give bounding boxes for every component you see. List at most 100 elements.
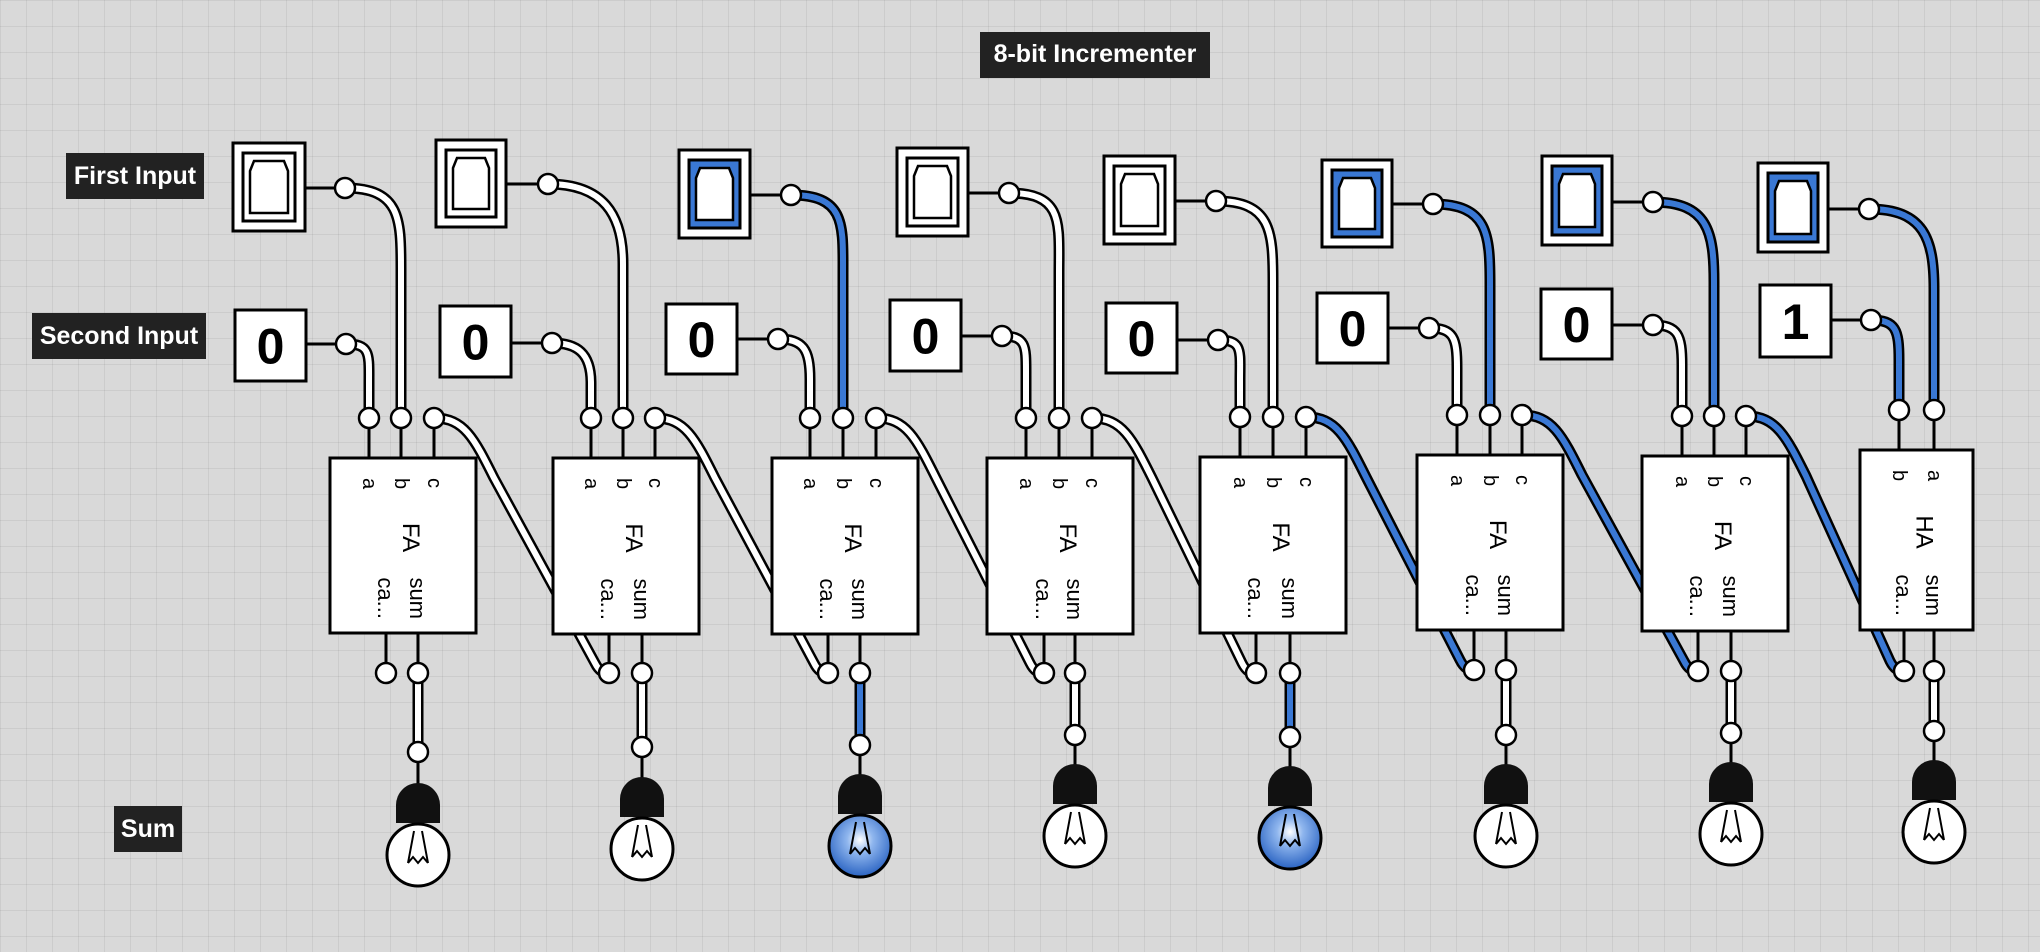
second-input-pin[interactable] [1417,316,1441,340]
bulb-base [1484,764,1528,804]
adder-input-pin-b[interactable] [831,406,855,430]
adder-output-pin-carry[interactable] [374,661,398,685]
adder-output-pin-sum[interactable] [1278,661,1302,685]
adder-input-pin-c[interactable] [864,406,888,430]
full-adder-6[interactable] [1415,453,1565,632]
second-input-digit-5[interactable] [1104,301,1179,375]
first-input-pin[interactable] [1641,190,1665,214]
sum-pin[interactable] [630,735,654,759]
first-input-pin[interactable] [1204,189,1228,213]
adder-pin-label: c [1295,477,1317,487]
sum-bulb-4[interactable] [1042,803,1108,869]
full-adder-2[interactable] [551,456,701,636]
adder-input-pin-c[interactable] [1080,406,1104,430]
adder-pin-label: b [1048,478,1070,489]
second-input-pin[interactable] [334,332,358,356]
adder-output-pin-carry[interactable] [1462,658,1486,682]
adder-input-pin-c[interactable] [1510,403,1534,427]
switch-lever[interactable] [1773,179,1813,236]
second-input-pin[interactable] [1859,308,1883,332]
second-input-pin[interactable] [766,327,790,351]
full-adder-1[interactable] [328,456,478,635]
sum-pin[interactable] [1719,721,1743,745]
adder-input-pin-a[interactable] [1228,405,1252,429]
adder-input-pin-c[interactable] [643,406,667,430]
switch-lever[interactable] [694,166,735,222]
adder-input-pin-c[interactable] [1294,405,1318,429]
full-adder-3[interactable] [770,456,920,636]
adder-output-pin-sum[interactable] [848,661,872,685]
sum-bulb-8[interactable] [1901,799,1967,865]
adder-output-pin-carry[interactable] [1892,659,1916,683]
adder-input-pin-b[interactable] [1261,405,1285,429]
adder-output-pin-sum[interactable] [1063,661,1087,685]
adder-input-pin-b[interactable] [611,406,635,430]
adder-input-pin-a[interactable] [1922,398,1946,422]
adder-output-pin-sum[interactable] [1922,659,1946,683]
adder-output-pin-carry[interactable] [1032,661,1056,685]
second-input-pin[interactable] [1206,328,1230,352]
sum-pin[interactable] [1494,723,1518,747]
adder-output-pin-sum[interactable] [1494,658,1518,682]
adder-input-pin-a[interactable] [1014,406,1038,430]
second-input-digit-8[interactable] [1758,283,1833,359]
adder-output-pin-carry[interactable] [1686,659,1710,683]
adder-input-pin-c[interactable] [1734,404,1758,428]
adder-output-pin-carry[interactable] [597,661,621,685]
second-input-digit-4[interactable] [888,298,963,373]
sum-pin[interactable] [1063,723,1087,747]
adder-input-pin-b[interactable] [1887,398,1911,422]
first-input-pin[interactable] [1857,197,1881,221]
adder-output-pin-sum[interactable] [1719,659,1743,683]
sum-pin[interactable] [1922,719,1946,743]
adder-input-pin-b[interactable] [1478,403,1502,427]
full-adder-4[interactable] [985,456,1135,636]
adder-type-label: FA [1709,521,1736,550]
second-input-pin[interactable] [540,331,564,355]
first-input-pin[interactable] [779,183,803,207]
switch-lever[interactable] [451,156,491,211]
adder-input-pin-a[interactable] [1445,403,1469,427]
adder-input-pin-c[interactable] [422,406,446,430]
adder-input-pin-a[interactable] [1670,404,1694,428]
adder-output-pin-sum[interactable] [406,661,430,685]
adder-input-pin-a[interactable] [798,406,822,430]
adder-pin-label: b [1703,476,1725,487]
second-input-pin[interactable] [990,324,1014,348]
adder-output-pin-sum[interactable] [630,661,654,685]
sum-bulb-2[interactable] [609,816,675,882]
first-input-pin[interactable] [997,181,1021,205]
first-input-pin[interactable] [536,172,560,196]
adder-output-pin-carry[interactable] [816,661,840,685]
first-input-pin[interactable] [333,176,357,200]
sum-bulb-1[interactable] [385,822,451,888]
adder-output-pin-carry[interactable] [1244,661,1268,685]
sum-pin[interactable] [848,733,872,757]
second-input-digit-6[interactable] [1315,291,1390,365]
adder-input-pin-a[interactable] [357,406,381,430]
switch-lever[interactable] [912,164,953,220]
adder-input-pin-a[interactable] [579,406,603,430]
switch-lever[interactable] [1119,172,1160,228]
digit-value: 0 [1128,311,1156,367]
adder-input-pin-b[interactable] [389,406,413,430]
adder-input-pin-b[interactable] [1047,406,1071,430]
adder-pin-label: c [1735,476,1757,486]
second-input-digit-1[interactable] [233,308,308,383]
adder-input-pin-b[interactable] [1702,404,1726,428]
switch-lever[interactable] [248,159,290,215]
second-input-digit-7[interactable] [1539,287,1614,361]
second-input-pin[interactable] [1641,313,1665,337]
first-input-pin[interactable] [1421,192,1445,216]
half-adder-8[interactable] [1858,448,1975,632]
sum-bulb-3[interactable] [827,813,893,879]
sum-pin[interactable] [1278,725,1302,749]
full-adder-5[interactable] [1198,455,1348,635]
sum-bulb-6[interactable] [1473,803,1539,869]
switch-lever[interactable] [1337,176,1377,231]
switch-lever[interactable] [1557,172,1597,229]
sum-pin[interactable] [406,740,430,764]
sum-bulb-7[interactable] [1698,801,1764,867]
sum-bulb-5[interactable] [1257,805,1323,871]
